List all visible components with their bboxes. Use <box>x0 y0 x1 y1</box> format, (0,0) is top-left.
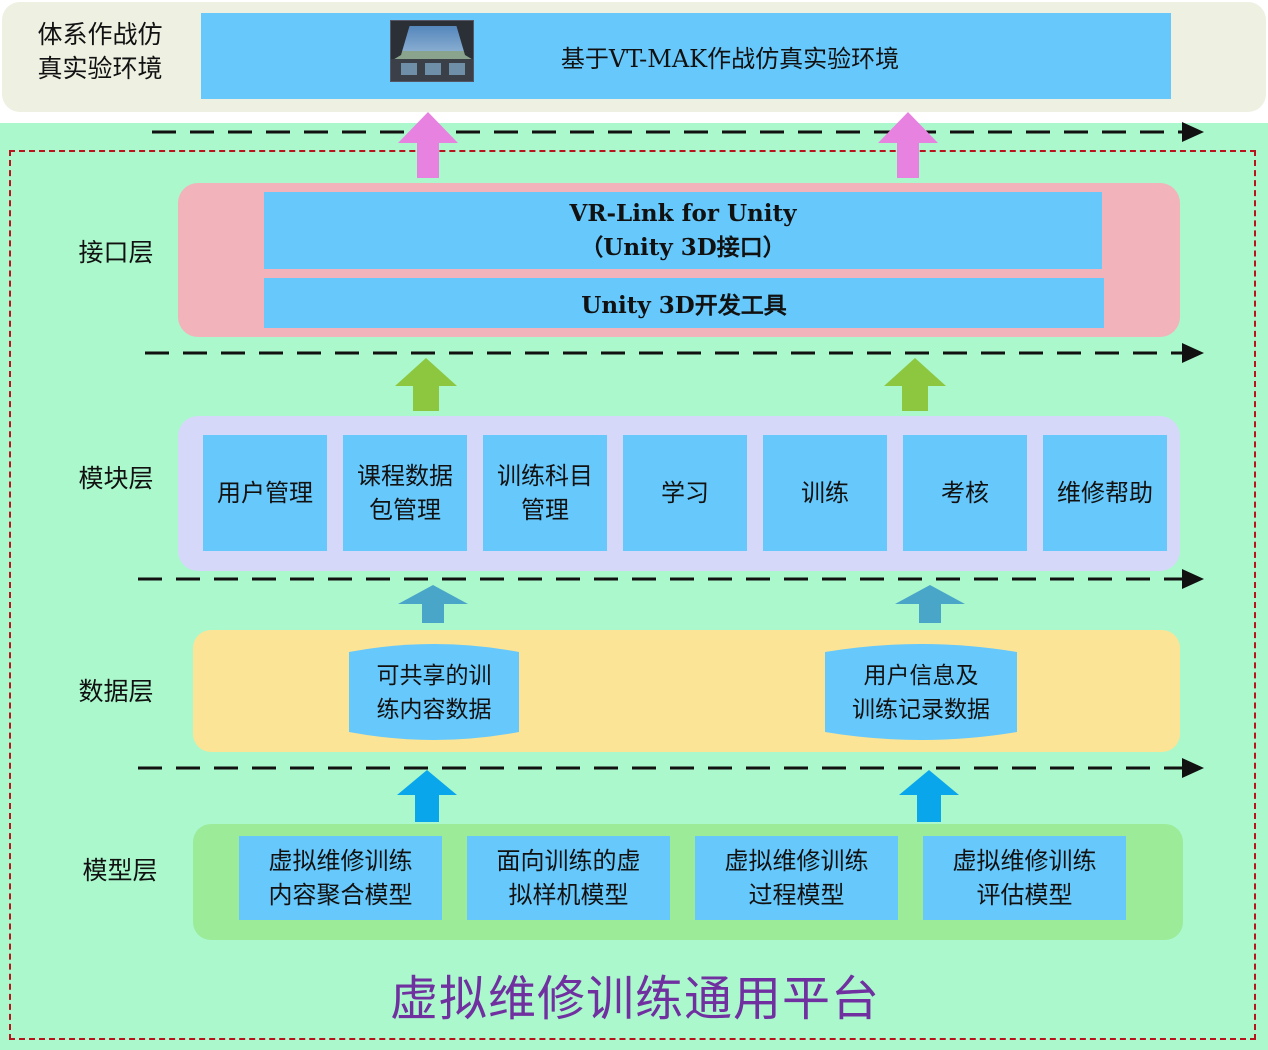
module-user-management: 用户管理 <box>203 435 327 551</box>
module-learning: 学习 <box>623 435 747 551</box>
data-store-shared-content-text: 可共享的训练内容数据 <box>349 650 519 736</box>
data-store-line1: 可共享的训 <box>376 663 492 689</box>
data-layer-label: 数据层 <box>78 677 154 706</box>
model-content-aggregation: 虚拟维修训练内容聚合模型 <box>239 836 442 920</box>
platform-dashed-border <box>9 150 1256 1040</box>
module-line1: 维修帮助 <box>1057 479 1153 507</box>
model-line1: 虚拟维修训练 <box>952 847 1097 875</box>
interface-layer-label: 接口层 <box>78 238 154 267</box>
unity-tool-box: Unity 3D开发工具 <box>264 278 1104 328</box>
module-line2: 包管理 <box>369 496 441 524</box>
model-line2: 过程模型 <box>748 881 845 909</box>
model-line1: 面向训练的虚 <box>496 847 641 875</box>
separator-arrowhead-4 <box>1182 758 1204 778</box>
up-arrow-magenta-left <box>398 112 458 178</box>
vtmak-environment-text: 基于VT-MAK作战仿真实验环境 <box>560 44 900 73</box>
vrlink-box: VR-Link for Unity （Unity 3D接口） <box>264 192 1102 269</box>
up-arrow-green-right <box>884 358 946 411</box>
model-line2: 拟样机模型 <box>508 881 629 909</box>
module-line1: 课程数据 <box>357 462 453 490</box>
up-arrow-blue-right <box>899 770 959 822</box>
module-maintenance-help: 维修帮助 <box>1043 435 1167 551</box>
up-arrow-magenta-right <box>878 112 938 178</box>
module-line1: 训练科目 <box>497 462 593 490</box>
vtmak-environment-bar: 基于VT-MAK作战仿真实验环境 <box>201 13 1171 99</box>
module-assessment: 考核 <box>903 435 1027 551</box>
environment-label-line1: 体系作战仿 <box>37 20 163 49</box>
model-line2: 评估模型 <box>976 881 1073 909</box>
environment-label-line2: 真实验环境 <box>37 54 163 83</box>
data-store-user-records <box>825 644 1017 740</box>
module-line2: 管理 <box>521 496 569 524</box>
model-layer-label: 模型层 <box>82 856 158 885</box>
module-training-subject-management: 训练科目管理 <box>483 435 607 551</box>
separator-arrowhead-3 <box>1182 569 1204 589</box>
data-store-shared-content <box>349 644 519 740</box>
data-store-line2: 练内容数据 <box>376 697 492 723</box>
up-arrow-blue-left <box>397 770 457 822</box>
platform-title: 虚拟维修训练通用平台 <box>389 971 880 1027</box>
up-arrow-green-left <box>395 358 457 411</box>
separator-arrowhead-2 <box>1182 343 1204 363</box>
module-line1: 考核 <box>941 479 989 507</box>
up-arrow-teal-left <box>398 585 468 623</box>
module-layer-label: 模块层 <box>78 464 154 493</box>
model-virtual-prototype: 面向训练的虚拟样机模型 <box>467 836 670 920</box>
unity-tool-text: Unity 3D开发工具 <box>581 292 787 319</box>
vrlink-subtitle: （Unity 3D接口） <box>580 233 786 261</box>
data-store-line1: 用户信息及 <box>863 663 979 689</box>
model-training-process: 虚拟维修训练过程模型 <box>695 836 898 920</box>
module-line1: 训练 <box>801 479 849 507</box>
separator-arrowhead-1 <box>1182 122 1204 142</box>
model-training-evaluation: 虚拟维修训练评估模型 <box>923 836 1126 920</box>
model-line1: 虚拟维修训练 <box>724 847 869 875</box>
model-line2: 内容聚合模型 <box>268 881 413 909</box>
data-store-user-records-text: 用户信息及训练记录数据 <box>825 650 1017 736</box>
cockpit-image-icon <box>390 20 474 82</box>
module-course-package-management: 课程数据包管理 <box>343 435 467 551</box>
model-line1: 虚拟维修训练 <box>268 847 413 875</box>
up-arrow-teal-right <box>895 585 965 623</box>
module-line1: 学习 <box>661 479 709 507</box>
module-training: 训练 <box>763 435 887 551</box>
environment-label: 体系作战仿 真实验环境 <box>20 18 180 88</box>
vrlink-title: VR-Link for Unity <box>569 199 797 227</box>
data-store-line2: 训练记录数据 <box>852 697 990 723</box>
module-line1: 用户管理 <box>217 479 313 507</box>
